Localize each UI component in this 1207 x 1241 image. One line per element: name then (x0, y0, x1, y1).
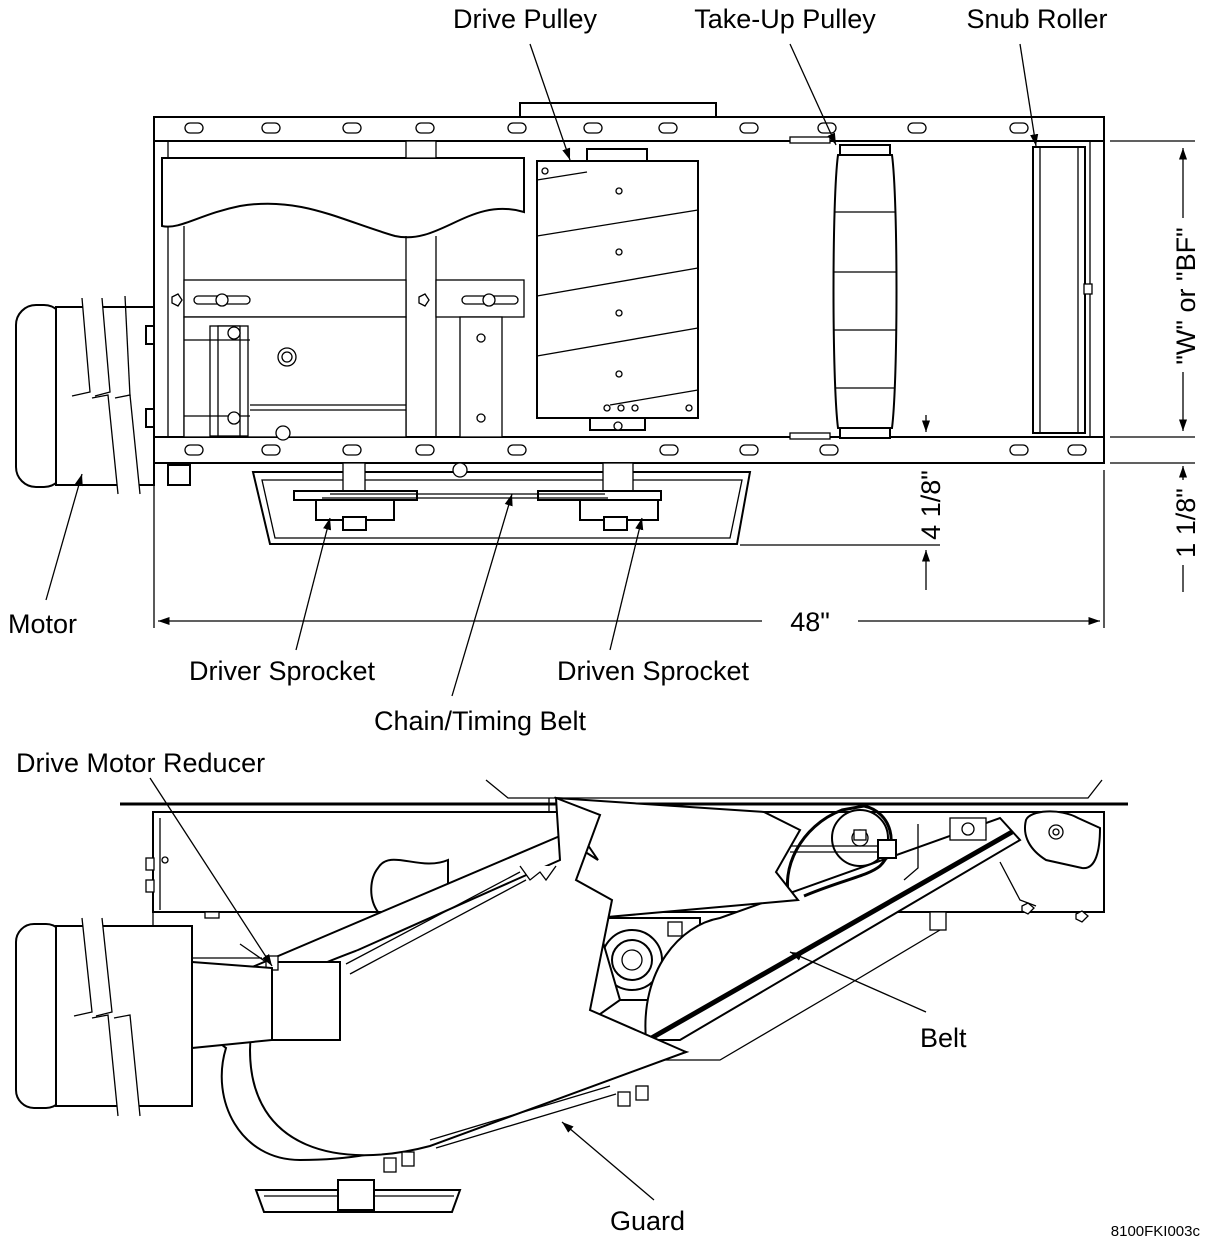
label-belt: Belt (920, 1023, 967, 1053)
motor-side (15, 917, 273, 1117)
dim-width: "W" or "BF" (1171, 227, 1201, 364)
dim-offset-b: 1 1/8" (1171, 488, 1201, 558)
label-snub-roller: Snub Roller (966, 4, 1107, 34)
take-up-pulley (832, 154, 898, 429)
label-driven-sprocket: Driven Sprocket (557, 656, 750, 686)
label-guard: Guard (610, 1206, 685, 1236)
label-driver-sprocket: Driver Sprocket (189, 656, 376, 686)
drawing-id: 8100FKI003c (1111, 1223, 1201, 1240)
side-view (15, 777, 1128, 1213)
top-view (15, 43, 1195, 697)
snub-roller (1032, 146, 1086, 434)
chain-guard-top (251, 462, 752, 545)
label-motor: Motor (8, 609, 77, 639)
label-drive-pulley: Drive Pulley (453, 4, 598, 34)
dimension-lines (153, 140, 1195, 628)
dim-offset-a: 4 1/8" (916, 470, 946, 540)
label-drive-motor-reducer: Drive Motor Reducer (16, 748, 265, 778)
drive-pulley (536, 160, 699, 419)
label-chain-timing-belt: Chain/Timing Belt (374, 706, 587, 736)
label-take-up-pulley: Take-Up Pulley (694, 4, 876, 34)
leader-lines-side (149, 777, 927, 1201)
leader-lines-top (45, 43, 1039, 697)
motor-top (15, 295, 191, 495)
dim-length: 48" (790, 607, 830, 637)
